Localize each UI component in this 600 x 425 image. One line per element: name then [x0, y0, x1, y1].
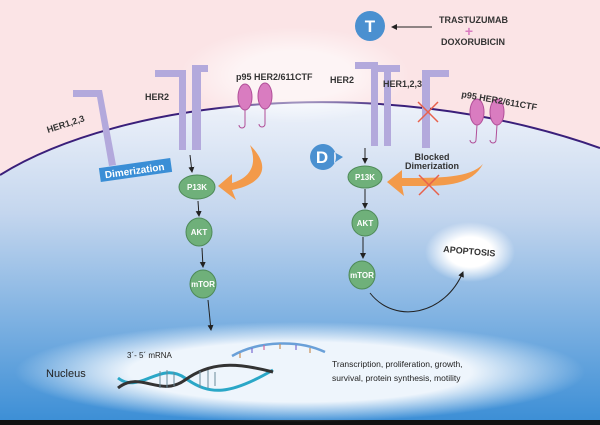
- akt-node-right: [351, 209, 379, 237]
- doxorubicin-badge: [310, 144, 343, 170]
- blocked-label: Blocked: [414, 152, 449, 162]
- d-badge-label: D: [316, 148, 328, 167]
- activation-arrow-left: [218, 145, 263, 200]
- t-badge-label: T: [365, 17, 376, 36]
- p95-receptor-right: [469, 98, 505, 144]
- mrna-label: 3´- 5´ mRNA: [127, 351, 173, 360]
- nucleus-label: Nucleus: [46, 368, 86, 380]
- blocked-dimerization-label: Dimerization: [405, 161, 459, 171]
- mtor-node-right: [348, 260, 376, 290]
- pi3k-node-right: [347, 165, 383, 189]
- her2-label-right: HER2: [330, 75, 354, 85]
- akt-node-left: [185, 217, 213, 247]
- akt-label-left: AKT: [191, 228, 208, 237]
- effects-line-2: survival, protein synthesis, motility: [332, 373, 461, 383]
- her123-receptor-left: [73, 90, 116, 166]
- p95-label-left: p95 HER2/611CTF: [236, 72, 313, 82]
- trastuzumab-badge: [355, 11, 385, 41]
- effects-line-1: Transcription, proliferation, growth,: [332, 359, 463, 369]
- drug-trastuzumab: TRASTUZUMAB: [439, 15, 508, 25]
- her2-receptor-left: [155, 65, 208, 150]
- apoptosis-label: APOPTOSIS: [443, 244, 496, 259]
- her123-label-right: HER1,2,3: [383, 79, 422, 89]
- drug-doxorubicin: DOXORUBICIN: [441, 37, 505, 47]
- mrna-strand-icon: [231, 342, 326, 358]
- blocked-arrow-x-icon: [418, 174, 440, 196]
- pi3k-label-right: P13K: [355, 173, 375, 182]
- her123-receptor-right: [422, 70, 449, 148]
- akt-label-right: AKT: [357, 219, 374, 228]
- her2-receptor-right: [355, 62, 400, 146]
- pi3k-label-left: P13K: [187, 183, 207, 192]
- plus-sign: +: [465, 23, 473, 39]
- p95-receptor-left: [237, 82, 273, 129]
- mtor-node-left: [189, 269, 217, 299]
- mtor-label-left: mTOR: [191, 280, 215, 289]
- mtor-label-right: mTOR: [350, 271, 374, 280]
- dna-helix-icon: [117, 363, 274, 392]
- blocked-x-icon: [417, 101, 439, 123]
- pi3k-node-left: [178, 174, 216, 200]
- apoptosis-arrow: [369, 271, 464, 313]
- nucleus: [15, 322, 585, 422]
- apoptosis-cloud: [425, 222, 515, 282]
- her2-label-left: HER2: [145, 92, 169, 102]
